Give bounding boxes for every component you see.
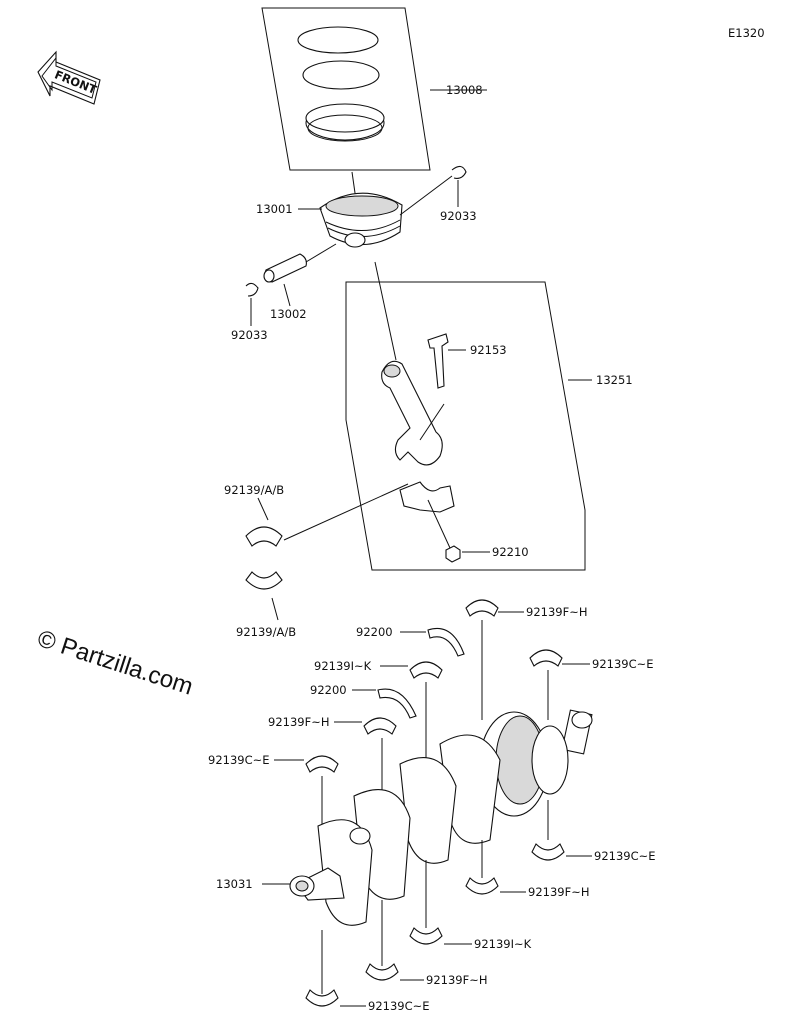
label-main-bearing-ce-1: 92139C~E [592, 657, 654, 671]
snap-ring-right: 92033 [399, 165, 477, 223]
watermark: © Partzilla.com [34, 625, 196, 701]
label-thrust-washer-2: 92200 [310, 683, 347, 697]
main-bearing-ce-1: 92139C~E [529, 649, 654, 720]
label-main-bearing-fh-1: 92139F~H [526, 605, 587, 619]
label-connecting-rod: 13251 [596, 373, 633, 387]
label-snap-ring-right: 92033 [440, 209, 477, 223]
label-conrod-bolt: 92153 [470, 343, 507, 357]
conrod-bearing-upper: 92139/A/B [224, 483, 409, 547]
label-piston-rings: 13008 [446, 83, 483, 97]
main-bearing-fh-3: 92139F~H [465, 840, 589, 899]
piston: 13001 [256, 171, 403, 248]
conrod-bearing-lower: 92139/A/B [236, 571, 296, 639]
label-thrust-washer-1: 92200 [356, 625, 393, 639]
main-bearing-ce-4: 92139C~E [305, 930, 430, 1013]
piston-rings-group: 13008 [261, 7, 487, 171]
front-arrow-icon: FRONT [37, 50, 101, 105]
label-main-bearing-ik-1: 92139I~K [314, 659, 372, 673]
snap-ring-left: 92033 [231, 282, 268, 342]
label-main-bearing-ce-4: 92139C~E [368, 999, 430, 1013]
label-crankshaft: 13031 [216, 877, 253, 891]
main-bearing-ce-2: 92139C~E [208, 753, 339, 840]
label-main-bearing-ce-2: 92139C~E [208, 753, 270, 767]
main-bearing-fh-4: 92139F~H [365, 900, 487, 987]
label-snap-ring-left: 92033 [231, 328, 268, 342]
label-main-bearing-ik-2: 92139I~K [474, 937, 532, 951]
piston-pin: 13002 [263, 243, 337, 321]
main-bearing-ce-3: 92139C~E [531, 800, 656, 863]
label-conrod-bearing-upper: 92139/A/B [224, 483, 284, 497]
thrust-washer-1: 92200 [356, 625, 465, 657]
label-main-bearing-ce-3: 92139C~E [594, 849, 656, 863]
label-piston-pin: 13002 [270, 307, 307, 321]
main-bearing-ik-2: 92139I~K [409, 860, 532, 951]
crankshaft: 13031 [216, 709, 593, 926]
diagram-code: E1320 [728, 26, 765, 40]
connecting-rod-group: 13251 92153 92210 [345, 261, 633, 571]
main-bearing-ik-1: 92139I~K [314, 659, 443, 760]
main-bearing-fh-1: 92139F~H [465, 599, 587, 720]
label-piston: 13001 [256, 202, 293, 216]
label-main-bearing-fh-3: 92139F~H [528, 885, 589, 899]
label-main-bearing-fh-4: 92139F~H [426, 973, 487, 987]
thrust-washer-2: 92200 [310, 683, 417, 719]
label-main-bearing-fh-2: 92139F~H [268, 715, 329, 729]
label-conrod-bearing-lower: 92139/A/B [236, 625, 296, 639]
label-conrod-nut: 92210 [492, 545, 529, 559]
